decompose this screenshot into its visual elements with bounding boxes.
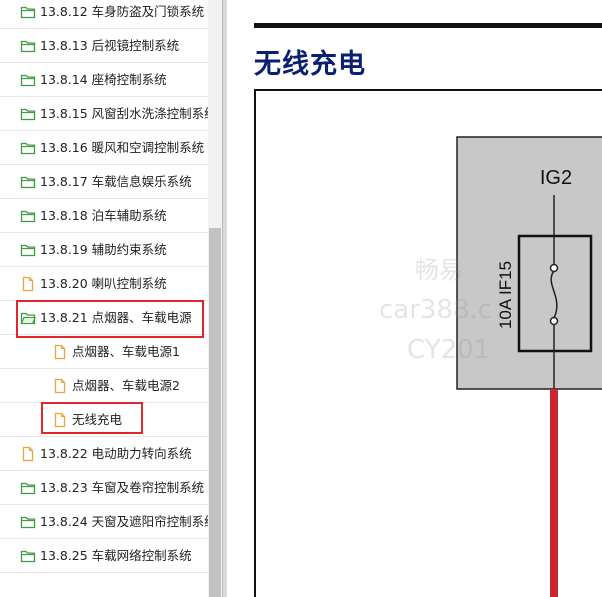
tree-node-label: 13.8.25 车载网络控制系统	[40, 548, 192, 563]
tree-node-label: 13.8.12 车身防盗及门锁系统	[40, 4, 205, 19]
tree-node[interactable]: 13.8.20 喇叭控制系统	[0, 267, 208, 301]
folder-open-icon	[20, 310, 36, 326]
tree-node-label: 无线充电	[72, 412, 123, 427]
document-icon	[20, 276, 36, 292]
tree-node-label: 13.8.14 座椅控制系统	[40, 72, 167, 87]
wiring-diagram: IG2 10A IF15	[254, 89, 602, 597]
tree-node[interactable]: 13.8.18 泊车辅助系统	[0, 199, 208, 233]
supply-label: IG2	[540, 167, 572, 189]
sidebar-scrollbar[interactable]	[208, 0, 222, 597]
tree-node-label: 13.8.22 电动助力转向系统	[40, 446, 192, 461]
tree-leaf[interactable]: 点烟器、车载电源1	[0, 335, 208, 369]
tree-node[interactable]: 13.8.19 辅助约束系统	[0, 233, 208, 267]
scrollbar-thumb[interactable]	[209, 228, 221, 597]
tree-node[interactable]: 13.8.23 车窗及卷帘控制系统	[0, 471, 208, 505]
folder-open-icon	[20, 174, 36, 190]
document-icon	[20, 446, 36, 462]
diagram-frame	[254, 89, 602, 597]
tree-node[interactable]: 13.8.17 车载信息娱乐系统	[0, 165, 208, 199]
tree-node[interactable]: 13.8.15 风窗刮水洗涤控制系统	[0, 97, 208, 131]
highlight-annotation	[41, 402, 143, 434]
folder-open-icon	[20, 72, 36, 88]
tree-leaf[interactable]: 点烟器、车载电源2	[0, 369, 208, 403]
tree-node[interactable]: 13.8.24 天窗及遮阳帘控制系统	[0, 505, 208, 539]
folder-open-icon	[20, 208, 36, 224]
watermark-line-3: CY201	[407, 335, 491, 365]
tree-node-label: 13.8.13 后视镜控制系统	[40, 38, 180, 53]
tree-node[interactable]: 13.8.21 点烟器、车载电源	[0, 301, 208, 335]
watermark-line-2: car388.c	[379, 295, 493, 325]
page-title: 无线充电	[254, 49, 366, 80]
tree-node-label: 点烟器、车载电源1	[72, 344, 180, 359]
highlight-annotation	[16, 300, 204, 338]
tree-node[interactable]: 13.8.22 电动助力转向系统	[0, 437, 208, 471]
folder-open-icon	[20, 480, 36, 496]
tree-node-label: 13.8.18 泊车辅助系统	[40, 208, 167, 223]
navigation-tree: 13.8.12 车身防盗及门锁系统 13.8.13 后视镜控制系统 13.8.14 …	[0, 0, 208, 597]
folder-open-icon	[20, 548, 36, 564]
tree-node-label: 13.8.15 风窗刮水洗涤控制系统	[40, 106, 208, 121]
tree-node-label: 13.8.21 点烟器、车载电源	[40, 310, 192, 325]
fuse-outline	[517, 234, 593, 353]
folder-open-icon	[20, 140, 36, 156]
tree-node-label: 13.8.20 喇叭控制系统	[40, 276, 167, 291]
fuse-terminal-top	[549, 263, 559, 273]
watermark-line-1: 畅易	[415, 256, 463, 284]
tree-node[interactable]: 13.8.14 座椅控制系统	[0, 63, 208, 97]
document-icon	[52, 344, 68, 360]
pane-splitter[interactable]	[222, 0, 227, 597]
fuse-label: 10A IF15	[496, 261, 515, 329]
folder-open-icon	[20, 38, 36, 54]
title-rule	[254, 23, 602, 28]
fuse-element	[550, 270, 558, 319]
fuse-terminal-bottom	[549, 316, 559, 326]
tree-node[interactable]: 13.8.16 暖风和空调控制系统	[0, 131, 208, 165]
document-icon	[52, 412, 68, 428]
folder-open-icon	[20, 4, 36, 20]
tree-node-label: 点烟器、车载电源2	[72, 378, 180, 393]
tree-node-label: 13.8.19 辅助约束系统	[40, 242, 167, 257]
tree-node-label: 13.8.16 暖风和空调控制系统	[40, 140, 205, 155]
tree-leaf[interactable]: 无线充电	[0, 403, 208, 437]
tree-node[interactable]: 13.8.12 车身防盗及门锁系统	[0, 0, 208, 29]
tree-node[interactable]: 13.8.13 后视镜控制系统	[0, 29, 208, 63]
fuse-block	[456, 136, 602, 390]
folder-open-icon	[20, 242, 36, 258]
folder-open-icon	[20, 514, 36, 530]
tree-node-label: 13.8.17 车载信息娱乐系统	[40, 174, 192, 189]
document-icon	[52, 378, 68, 394]
folder-open-icon	[20, 106, 36, 122]
tree-node-label: 13.8.23 车窗及卷帘控制系统	[40, 480, 205, 495]
document-viewer: 无线充电 IG2 10A IF15 畅易 car388.c CY201	[227, 0, 602, 597]
tree-node-label: 13.8.24 天窗及遮阳帘控制系统	[40, 514, 208, 529]
tree-node[interactable]: 13.8.25 车载网络控制系统	[0, 539, 208, 573]
